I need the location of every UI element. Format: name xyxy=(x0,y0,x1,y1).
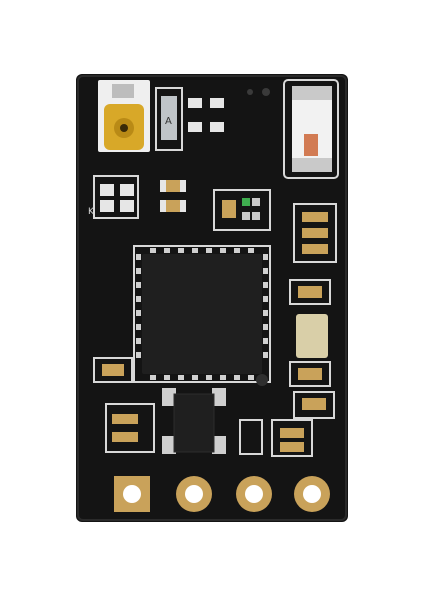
chip-pin xyxy=(234,375,240,380)
chip-pin xyxy=(164,375,170,380)
chip-pin xyxy=(263,296,268,302)
left-capacitor-group xyxy=(93,175,139,219)
chip-pin xyxy=(248,248,254,253)
pcb-edge-highlight xyxy=(77,75,347,521)
via-hole xyxy=(256,374,268,386)
chip-pin xyxy=(192,248,198,253)
top-resistor-array xyxy=(188,98,224,132)
silk-label-k: K xyxy=(88,207,95,217)
chip-pin xyxy=(263,324,268,330)
status-led: A xyxy=(155,87,183,151)
via-hole xyxy=(262,88,270,96)
chip-right-caps xyxy=(289,279,335,419)
chip-pin xyxy=(136,352,141,358)
chip-pin xyxy=(136,324,141,330)
led-cluster xyxy=(213,189,271,231)
right-resistor-array xyxy=(293,203,337,263)
silk-label-a: A xyxy=(165,116,172,127)
mid-capacitors xyxy=(160,180,186,212)
chip-pin xyxy=(178,248,184,253)
bottom-left-caps xyxy=(105,403,155,453)
chip-pin xyxy=(263,310,268,316)
bottom-right-caps xyxy=(239,419,313,457)
chip-pin xyxy=(136,296,141,302)
chip-pin xyxy=(248,375,254,380)
chip-pin xyxy=(263,268,268,274)
chip-pin xyxy=(263,352,268,358)
chip-pin xyxy=(150,375,156,380)
top-right-component xyxy=(283,79,339,179)
antenna-connector xyxy=(98,80,150,152)
solder-pad-round xyxy=(294,476,330,512)
chip-pin xyxy=(220,375,226,380)
chip-pin xyxy=(164,248,170,253)
chip-pin xyxy=(136,338,141,344)
chip-pin xyxy=(263,282,268,288)
via-hole xyxy=(247,89,253,95)
chip-pin xyxy=(263,254,268,260)
main-mcu-chip xyxy=(133,245,271,383)
chip-pin xyxy=(136,310,141,316)
chip-pin xyxy=(136,268,141,274)
solder-pad-round xyxy=(236,476,272,512)
solder-pad-row xyxy=(114,476,330,512)
chip-pin xyxy=(206,248,212,253)
left-resistor xyxy=(93,357,133,383)
chip-pin xyxy=(192,375,198,380)
chip-pin xyxy=(136,282,141,288)
solder-pad-square xyxy=(114,476,150,512)
solder-pad-round xyxy=(176,476,212,512)
chip-pin xyxy=(220,248,226,253)
chip-pin xyxy=(263,338,268,344)
voltage-regulator xyxy=(162,388,226,454)
chip-pin xyxy=(150,248,156,253)
chip-pin xyxy=(178,375,184,380)
chip-pin xyxy=(136,254,141,260)
chip-pin xyxy=(234,248,240,253)
chip-pin xyxy=(206,375,212,380)
